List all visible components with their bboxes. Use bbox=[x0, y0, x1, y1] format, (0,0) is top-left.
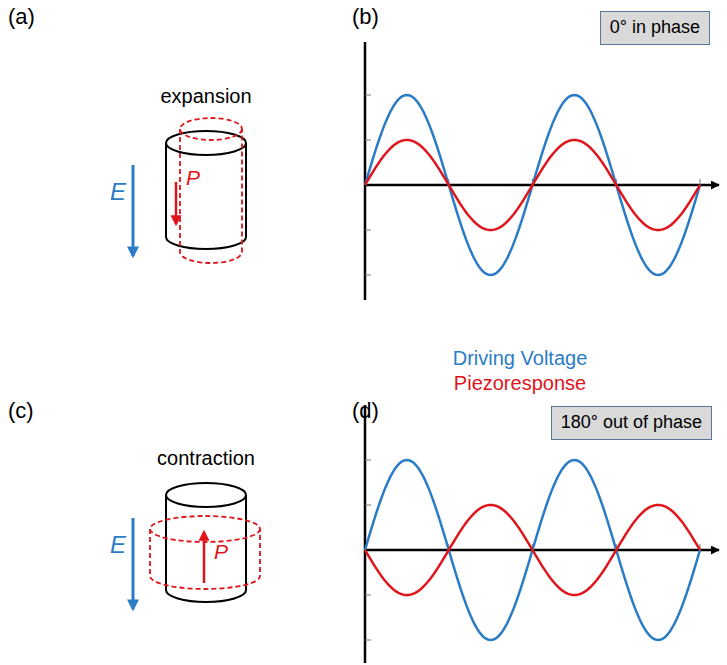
panel-label: (b) bbox=[352, 6, 379, 28]
legend-text: Driving Voltage bbox=[453, 347, 588, 369]
axis-tick bbox=[365, 460, 371, 461]
legend-color: Piezoresponse bbox=[453, 371, 588, 396]
phase-box: 180° out of phase bbox=[551, 406, 712, 440]
phase-text: 180° out of phase bbox=[561, 412, 702, 434]
cylinder-expansion bbox=[133, 118, 246, 263]
axis-tick bbox=[365, 140, 371, 141]
piezoresponse-wave bbox=[365, 505, 700, 595]
legend: Driving VoltagePiezoresponse bbox=[453, 346, 588, 396]
axis-tick bbox=[365, 505, 371, 506]
panel-label: (a) bbox=[8, 6, 35, 28]
piezoresponse-wave bbox=[365, 140, 700, 230]
phase-text: 0° in phase bbox=[610, 17, 700, 39]
panel-label: (c) bbox=[8, 400, 34, 422]
axes-b bbox=[365, 42, 719, 300]
axis-tick bbox=[365, 595, 371, 596]
phase-box: 0° in phase bbox=[600, 11, 710, 45]
axis-tick bbox=[365, 230, 371, 231]
polarization-label: P bbox=[186, 167, 200, 188]
axis-ticks bbox=[365, 95, 700, 640]
panel-label: (d) bbox=[352, 400, 379, 422]
axis-tick bbox=[365, 640, 371, 641]
driving-voltage-wave bbox=[365, 95, 700, 275]
axis-tick bbox=[700, 179, 701, 185]
axis-tick bbox=[365, 275, 371, 276]
waveforms bbox=[365, 95, 700, 640]
field-label: E bbox=[110, 533, 126, 557]
cylinder-contraction bbox=[133, 483, 260, 609]
field-label: E bbox=[110, 180, 126, 204]
axis-tick bbox=[365, 95, 371, 96]
caption-text: contraction bbox=[157, 448, 255, 468]
legend-text: Piezoresponse bbox=[454, 372, 586, 394]
polarization-label: P bbox=[214, 541, 228, 562]
legend-color: Driving Voltage bbox=[453, 346, 588, 371]
driving-voltage-wave bbox=[365, 460, 700, 640]
axes-d bbox=[365, 405, 719, 663]
caption-text: expansion bbox=[160, 86, 251, 106]
